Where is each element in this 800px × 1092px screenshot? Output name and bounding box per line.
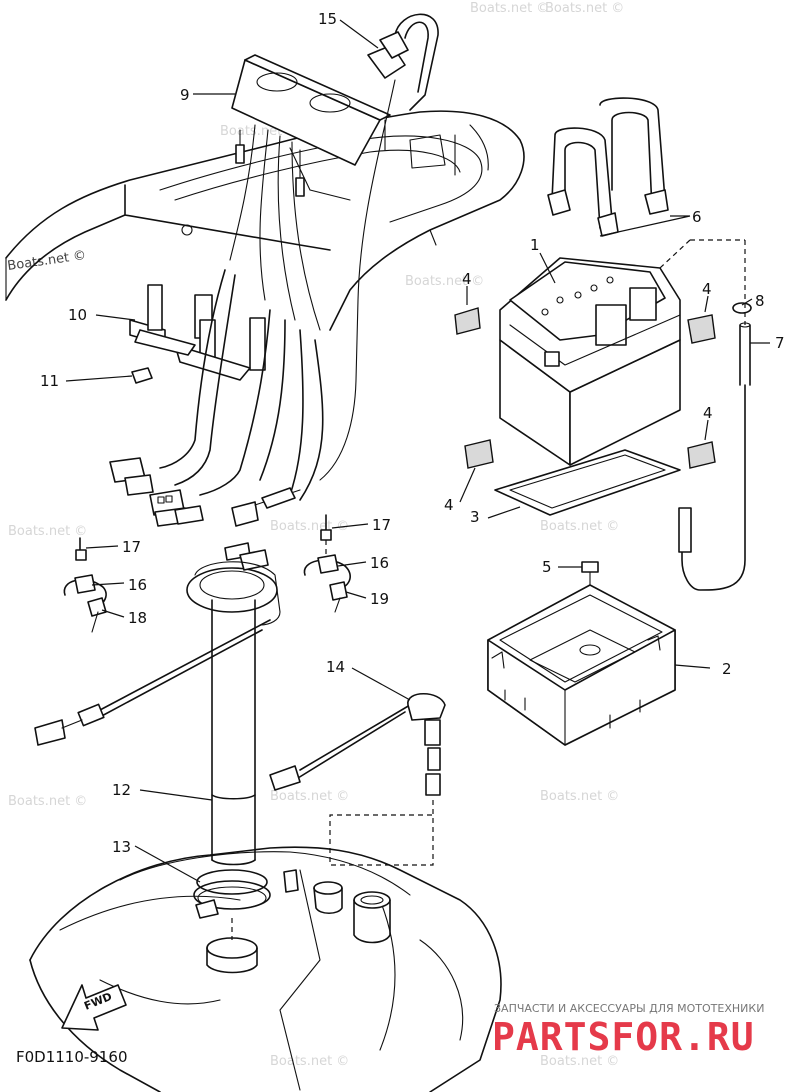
watermark-text: Boats.net © [540,519,619,534]
part-17-pin-left [75,537,87,561]
brand-subtitle: ЗАПЧАСТИ И АКСЕССУАРЫ ДЛЯ МОТОТЕХНИКИ [494,1002,764,1015]
callout-4: 4 [702,280,712,298]
tank-grommets [313,881,391,944]
part-6-battery-straps [547,97,669,237]
callout-18: 18 [128,609,147,627]
watermarks: Boats.net © Boats.net © Boats.net © Boat… [6,1,624,1069]
part-3-mat [494,449,681,516]
watermark-text: Boats.net © [6,248,87,274]
watermark-text: Boats.net © [470,1,549,16]
part-7-vent-tube [659,239,751,591]
part-13-band-clamp [193,880,271,919]
callout-9: 9 [180,86,190,104]
watermark-text: Boats.net © [8,524,87,539]
callout-16: 16 [128,576,147,594]
callout-4: 4 [444,496,454,514]
callout-2: 2 [722,660,732,678]
diagram-code: F0D1110-9160 [16,1048,127,1066]
callout-17: 17 [372,516,391,534]
part-14-grommet [319,13,439,481]
brand-name: PARTSFOR.RU [492,1015,755,1059]
callout-13: 13 [112,838,131,856]
part-17-pin-right [320,514,332,560]
part-10-bracket [129,284,266,381]
brand-logo: ЗАПЧАСТИ И АКСЕССУАРЫ ДЛЯ МОТОТЕХНИКИ PA… [492,1002,764,1059]
part-18-tie [87,597,107,633]
watermark-text: Boats.net © [540,1054,619,1069]
wire-harness [109,269,324,527]
part-2-battery-box [487,584,676,746]
watermark-text: Boats.net © [270,1054,349,1069]
callout-4: 4 [703,404,713,422]
part-11-nut [131,367,153,384]
part-9-electrical-box [229,54,391,331]
callout-leaders [65,19,770,883]
callout-17: 17 [122,538,141,556]
part-12-fuel-sender [34,542,281,866]
callout-3: 3 [470,508,480,526]
watermark-text: Boats.net © [545,1,624,16]
callout-12: 12 [112,781,131,799]
callout-numbers: 15 9 1 6 8 7 4 4 4 4 3 10 11 5 2 17 16 1… [40,10,785,856]
callout-15: 14 [326,658,345,676]
callout-4: 4 [462,270,472,288]
part-19-tie [329,581,348,613]
part-8-clip [732,302,752,314]
watermark-text: Boats.net © [270,789,349,804]
callout-16: 16 [370,554,389,572]
fwd-arrow-icon: FWD [61,984,127,1031]
watermark-text: Boats.net © [270,519,349,534]
watermark-text: Boats.net © [8,794,87,809]
callout-6: 6 [692,208,702,226]
part-1-battery [499,257,681,466]
callout-1: 1 [530,236,540,254]
part-4-pads [454,307,716,469]
part-16-clamp-right [303,554,351,591]
callout-19: 19 [370,590,389,608]
watermark-text: Boats.net © [405,274,484,289]
part-15-sensor [269,693,446,866]
callout-14: 15 [318,10,337,28]
callout-11: 11 [40,372,59,390]
watermark-text: Boats.net © [540,789,619,804]
callout-7: 7 [775,334,785,352]
hull-deck [5,110,525,331]
callout-5: 5 [542,558,552,576]
callout-10: 10 [68,306,87,324]
callout-8: 8 [755,292,765,310]
